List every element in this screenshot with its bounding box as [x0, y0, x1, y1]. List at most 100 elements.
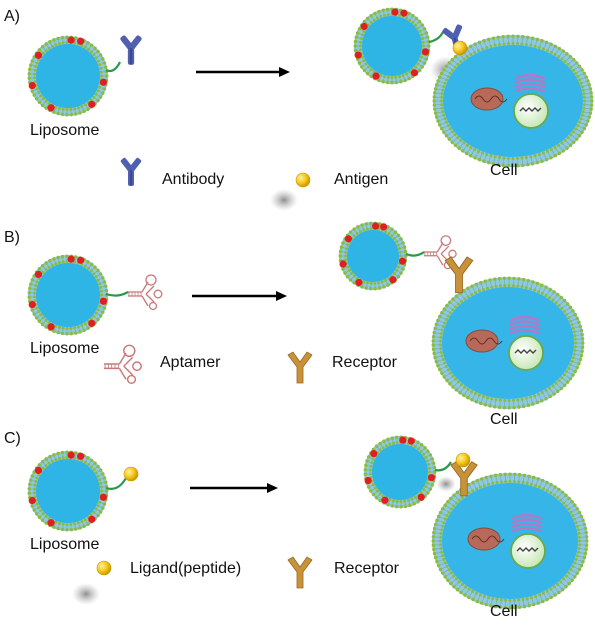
panel-c-ligand	[123, 466, 139, 482]
panel-b-bound-linker	[405, 251, 425, 257]
legend-antigen-shadow	[270, 189, 298, 211]
payload-dot	[88, 100, 96, 108]
payload-dot	[389, 276, 397, 284]
payload-dot	[381, 496, 389, 504]
panel-c-label: C)	[4, 430, 21, 447]
panel-c-liposome-label: Liposome	[30, 536, 100, 553]
panel-c-linker	[105, 477, 127, 490]
liposome-core	[372, 444, 428, 500]
payload-dot	[370, 450, 378, 458]
panel-a-linker	[105, 61, 121, 73]
panel-c-bound-ligand	[455, 452, 471, 468]
panel-a-bound-linker	[428, 31, 444, 44]
panel-a-cell	[432, 34, 594, 168]
payload-dot	[47, 323, 55, 331]
panel-c-cell-label: Cell	[490, 603, 518, 620]
payload-dot	[354, 51, 362, 59]
payload-dot	[99, 297, 108, 305]
panel-b-bound-liposome	[338, 221, 408, 291]
cytoplasm	[442, 483, 578, 599]
panel-a-label: A)	[4, 8, 20, 25]
panel-b-liposome-label: Liposome	[30, 340, 100, 357]
panel-c-cell	[431, 472, 589, 610]
nucleus	[510, 533, 546, 569]
legend-aptamer-label: Aptamer	[160, 354, 221, 371]
golgi-apparatus	[509, 315, 541, 335]
legend-receptor-label-b: Receptor	[332, 354, 397, 371]
panel-a-liposome	[27, 35, 109, 117]
payload-dot	[427, 473, 436, 482]
payload-dot	[67, 255, 75, 263]
payload-dot	[372, 222, 380, 230]
liposome-core	[347, 230, 399, 282]
panel-b-aptamer	[128, 274, 163, 311]
payload-dot	[77, 256, 85, 264]
payload-dot	[99, 78, 108, 86]
panel-b-arrow	[192, 291, 287, 301]
legend-receptor-icon-b	[287, 351, 313, 384]
payload-dot	[410, 69, 419, 77]
liposome-core	[36, 459, 100, 523]
payload-dot	[77, 452, 85, 460]
nucleus	[508, 335, 544, 371]
legend-ligand-label: Ligand(peptide)	[130, 560, 242, 577]
payload-dot	[28, 496, 36, 505]
payload-dot	[77, 37, 85, 45]
payload-dot	[380, 223, 388, 231]
nucleus	[513, 93, 549, 129]
payload-dot	[364, 476, 372, 485]
legend-antibody-label: Antibody	[162, 171, 225, 188]
panel-b-bound-receptor	[444, 256, 474, 294]
legend-antibody-icon	[120, 157, 142, 186]
payload-dot	[417, 493, 425, 501]
legend-antigen-label: Antigen	[334, 171, 389, 188]
payload-dot	[355, 278, 363, 287]
payload-dot	[67, 36, 75, 44]
panel-c-bound-liposome	[363, 435, 437, 509]
payload-dot	[400, 9, 408, 17]
mitochondrion	[465, 329, 503, 353]
payload-dot	[34, 466, 43, 474]
mitochondrion	[467, 527, 505, 551]
payload-dot	[360, 22, 368, 31]
payload-dot	[399, 436, 407, 444]
payload-dot	[344, 235, 353, 243]
liposome-core	[362, 16, 422, 76]
panel-c-bound-linker	[434, 461, 452, 472]
legend-receptor-icon-c	[287, 556, 313, 589]
payload-dot	[339, 260, 347, 268]
payload-dot	[34, 51, 43, 59]
panel-a-bound-liposome	[353, 7, 431, 85]
payload-dot	[372, 72, 380, 80]
panel-a-arrow	[196, 67, 290, 77]
cytoplasm	[443, 45, 583, 157]
mitochondrion	[470, 87, 508, 111]
liposome-core	[36, 263, 100, 327]
legend-receptor-label-c: Receptor	[334, 560, 399, 577]
liposome-core	[36, 44, 100, 108]
payload-dot	[398, 257, 407, 265]
payload-dot	[391, 8, 399, 16]
payload-dot	[67, 451, 75, 459]
panel-a-bound-antigen	[452, 40, 468, 56]
payload-dot	[421, 48, 430, 56]
panel-a-antibody	[120, 35, 142, 65]
payload-dot	[47, 519, 55, 527]
legend-ligand-shadow	[72, 583, 100, 605]
panel-c-bound-receptor	[450, 461, 478, 497]
panel-b-cell-label: Cell	[490, 411, 518, 428]
payload-dot	[28, 300, 36, 309]
panel-b-cell	[431, 276, 585, 410]
payload-dot	[47, 104, 55, 112]
panel-c-arrow	[190, 483, 278, 493]
payload-dot	[407, 437, 415, 445]
payload-dot	[88, 515, 96, 523]
golgi-apparatus	[514, 73, 546, 93]
payload-dot	[99, 493, 108, 501]
panel-c-liposome	[27, 450, 109, 532]
legend-ligand-icon	[96, 560, 112, 576]
cytoplasm	[442, 287, 574, 399]
legend-aptamer-icon	[104, 344, 142, 384]
panel-a-liposome-label: Liposome	[30, 122, 100, 139]
payload-dot	[34, 270, 43, 278]
